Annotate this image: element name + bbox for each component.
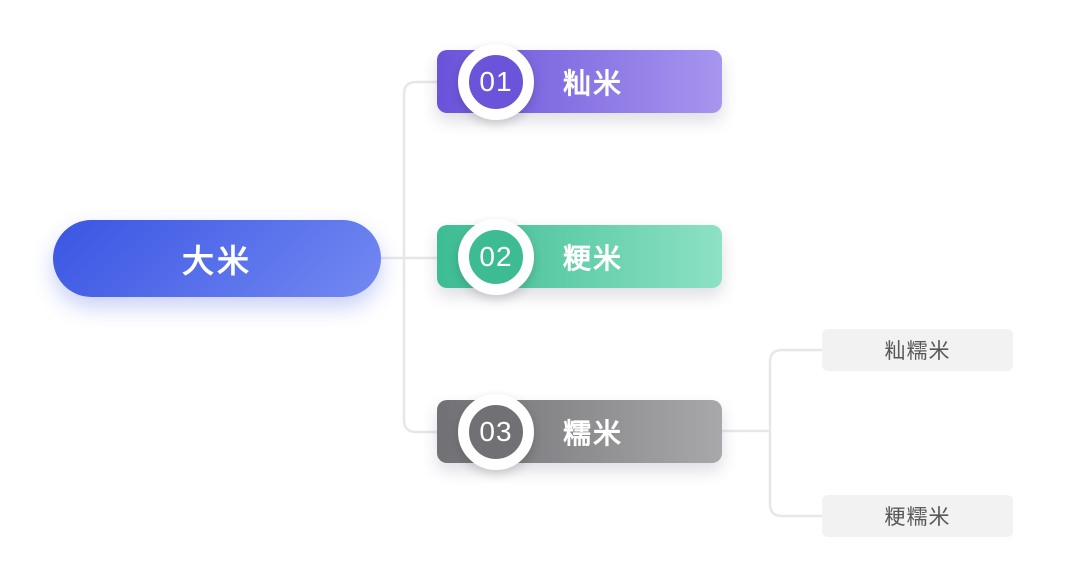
leaf-node-xiannuomi[interactable]: 籼糯米 (822, 329, 1013, 371)
branch-node-jingmi[interactable]: 02 粳米 (437, 218, 722, 295)
branch-3-number-badge: 03 (458, 393, 534, 470)
connector-trunk-branches (402, 80, 439, 434)
root-node-dami[interactable]: 大米 (53, 220, 381, 297)
branch-3-label: 糯米 (563, 417, 624, 449)
branch-node-nuomi[interactable]: 03 糯米 (437, 393, 722, 470)
branch-1-label: 籼米 (563, 67, 624, 99)
branch-2-label: 粳米 (563, 242, 624, 274)
branch-1-number-badge: 01 (458, 43, 534, 120)
branch-2-number-badge: 02 (458, 218, 534, 295)
branch-1-badge-number: 01 (479, 65, 513, 97)
connector-trunk-leaves (768, 348, 824, 518)
leaf-node-jingnuomi[interactable]: 粳糯米 (822, 495, 1013, 537)
root-node-label: 大米 (181, 242, 252, 279)
branch-2-badge-number: 02 (479, 240, 513, 272)
leaf-1-label: 籼糯米 (884, 340, 951, 363)
branch-node-xianmi[interactable]: 01 籼米 (437, 43, 722, 120)
leaf-2-label: 粳糯米 (884, 506, 951, 529)
branch-3-badge-number: 03 (479, 415, 513, 447)
